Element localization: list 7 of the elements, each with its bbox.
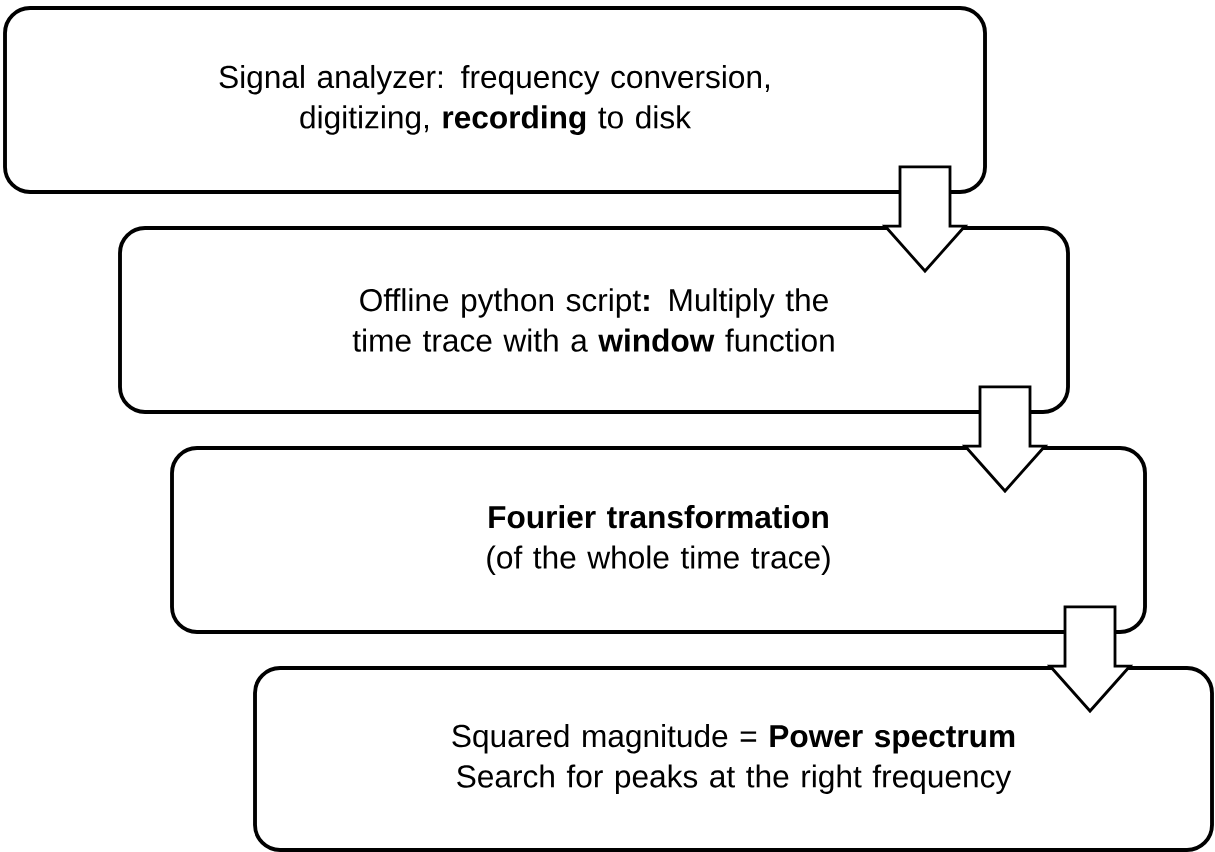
block-arrow: [1046, 605, 1134, 714]
block-arrow: [881, 165, 969, 274]
block-arrow: [961, 385, 1049, 494]
process-box: Offline python script: Multiply the time trace with a window function: [118, 226, 1070, 414]
process-box: Squared magnitude = Power spectrum Search for peaks at the right frequency: [253, 666, 1214, 852]
process-box: Signal analyzer: frequency conversion, digitizing, recording to disk: [3, 6, 987, 194]
process-box: Fourier transformation (of the whole time trace): [170, 446, 1147, 634]
